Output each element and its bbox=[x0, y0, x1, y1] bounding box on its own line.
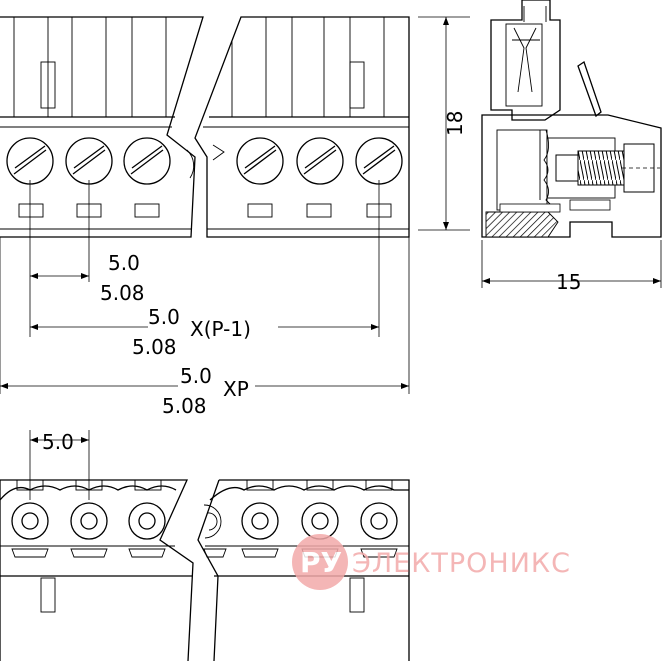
height-label: 18 bbox=[443, 111, 467, 136]
height-dimension: 18 bbox=[418, 16, 470, 231]
total-suffix: XP bbox=[223, 377, 249, 401]
side-view: 18 15 bbox=[418, 0, 662, 294]
watermark-logo bbox=[292, 534, 348, 590]
screw-terminals bbox=[6, 137, 403, 185]
bottom-pitch-dimension: 5.0 bbox=[29, 430, 90, 500]
width-label: 15 bbox=[556, 270, 581, 294]
screw-head bbox=[355, 137, 403, 185]
pitch-dimension: 5.0 5.08 bbox=[29, 180, 145, 337]
span-label-a: 5.0 bbox=[148, 305, 180, 329]
span-suffix: X(P-1) bbox=[190, 317, 251, 341]
bottom-view: 5.0 bbox=[0, 430, 410, 661]
bottom-pitch-label: 5.0 bbox=[42, 430, 74, 454]
pitch-label-a: 5.0 bbox=[108, 251, 140, 275]
total-label-b: 5.08 bbox=[162, 394, 207, 418]
screw-head bbox=[296, 137, 344, 185]
screw-head bbox=[236, 137, 284, 185]
screw-head bbox=[6, 137, 54, 185]
screw-head bbox=[123, 137, 171, 185]
watermark-brand: ЭЛЕКТРОНИКС bbox=[352, 548, 571, 579]
front-view: 5.0 5.08 5.0 5.08 X(P-1) 5.0 5.08 XP bbox=[0, 16, 410, 418]
total-label-a: 5.0 bbox=[180, 364, 212, 388]
test-openings bbox=[18, 203, 392, 218]
latch-slot bbox=[40, 61, 56, 109]
span-label-b: 5.08 bbox=[132, 335, 177, 359]
watermark: РУ ЭЛЕКТРОНИКС bbox=[292, 534, 571, 590]
pitch-label-b: 5.08 bbox=[100, 281, 145, 305]
total-dimension: 5.0 5.08 XP bbox=[0, 237, 410, 418]
latch-slot bbox=[349, 61, 365, 109]
span-dimension: 5.0 5.08 X(P-1) bbox=[30, 180, 380, 359]
watermark-logo-text: РУ bbox=[300, 546, 342, 579]
top-ribs bbox=[13, 17, 385, 117]
width-dimension: 15 bbox=[481, 240, 662, 294]
screw-head bbox=[65, 137, 113, 185]
